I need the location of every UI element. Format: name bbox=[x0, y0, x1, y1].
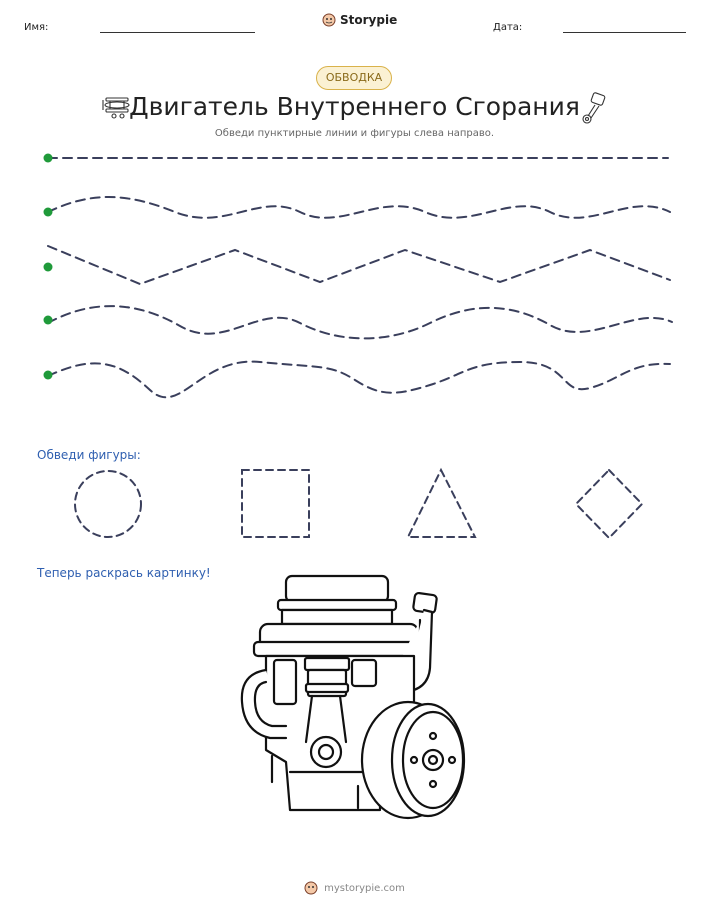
start-dot bbox=[43, 262, 53, 272]
start-dot bbox=[43, 370, 53, 380]
start-dot bbox=[43, 153, 53, 163]
trace-shape-square[interactable] bbox=[241, 469, 310, 538]
tracing-lines bbox=[43, 153, 673, 399]
page-title: Двигатель Внутреннего Сгорания bbox=[129, 92, 580, 121]
trace-line-wave-3[interactable] bbox=[47, 360, 671, 399]
trace-shape-diamond[interactable] bbox=[574, 468, 644, 540]
activity-badge: ОБВОДКА bbox=[316, 66, 392, 90]
name-label: Имя: bbox=[24, 22, 49, 33]
storypie-mascot-icon bbox=[304, 881, 318, 895]
trace-shape-triangle[interactable] bbox=[406, 467, 477, 538]
date-field[interactable] bbox=[563, 32, 686, 33]
name-field[interactable] bbox=[100, 32, 255, 33]
trace-shape-circle[interactable] bbox=[74, 470, 142, 538]
trace-line-wave-1[interactable] bbox=[47, 196, 671, 219]
airplane-icon bbox=[102, 97, 130, 119]
shapes-heading: Обведи фигуры: bbox=[37, 448, 141, 462]
brand-name: Storypie bbox=[340, 13, 398, 27]
start-dot bbox=[43, 315, 53, 325]
date-label: Дата: bbox=[493, 22, 523, 33]
page-subtitle: Обведи пунктирные линии и фигуры слева н… bbox=[214, 128, 495, 139]
footer: mystorypie.com bbox=[0, 881, 709, 895]
footer-url[interactable]: mystorypie.com bbox=[324, 882, 405, 894]
engine-illustration[interactable] bbox=[230, 572, 475, 834]
start-dot bbox=[43, 207, 53, 217]
piston-icon bbox=[582, 92, 606, 124]
tracing-shapes bbox=[74, 467, 644, 540]
brand-logo: Storypie bbox=[322, 13, 397, 27]
trace-line-zigzag[interactable] bbox=[47, 245, 671, 286]
coloring-heading: Теперь раскрась картинку! bbox=[37, 566, 211, 580]
trace-line-wave-2[interactable] bbox=[47, 305, 673, 340]
storypie-mascot-icon bbox=[322, 13, 336, 27]
